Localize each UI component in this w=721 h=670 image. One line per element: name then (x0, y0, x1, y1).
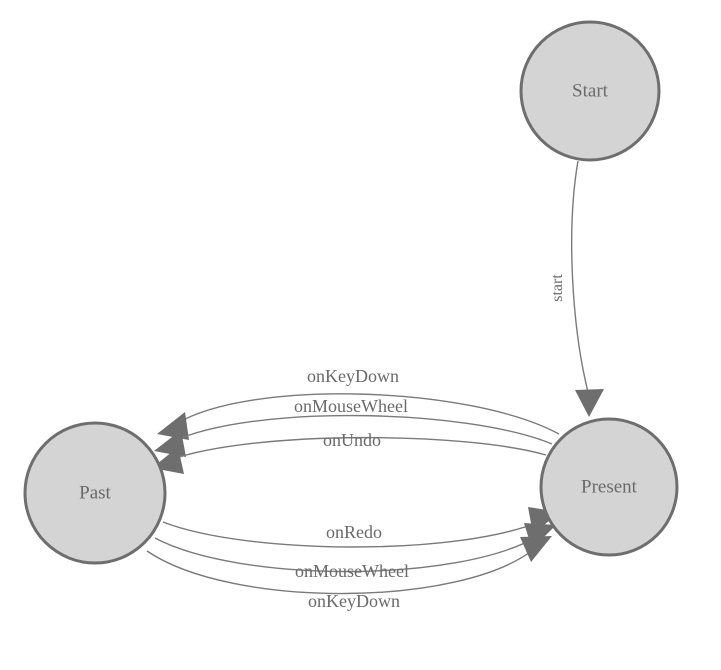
node-past-circle (23, 421, 167, 565)
node-present-circle (539, 417, 679, 557)
edge-present-to-past-onmousewheel-path (171, 414, 553, 445)
edge-present-to-past-onkeydown-path (175, 393, 560, 435)
edge-past-to-present-onredo-path (162, 520, 542, 548)
edge-past-to-present-onkeydown-path (146, 548, 535, 595)
edge-present-to-past-onkeydown-arrowhead (157, 412, 189, 440)
edge-label-present-past-onmousewheel: onMouseWheel (294, 396, 408, 416)
edge-start-to-present[interactable]: start (549, 160, 604, 417)
node-start-label: Start (572, 80, 609, 101)
node-past[interactable]: Past (23, 421, 167, 565)
node-present-label: Present (581, 476, 638, 497)
edge-past-to-present-onkeydown-arrowhead (520, 536, 552, 562)
node-past-label: Past (79, 482, 111, 503)
edge-present-to-past-onundo-path (169, 436, 547, 461)
edge-past-to-present-onredo[interactable]: onRedo (162, 507, 560, 548)
edge-start-to-present-path (571, 160, 590, 397)
edge-label-past-present-onredo: onRedo (326, 522, 382, 542)
edge-label-past-present-onmousewheel: onMouseWheel (295, 561, 409, 581)
node-start-circle (519, 20, 661, 162)
edge-past-to-present-onmousewheel-path (154, 535, 539, 573)
edge-label-start: start (549, 274, 566, 302)
edge-label-present-past-onundo: onUndo (323, 430, 381, 450)
edge-label-past-present-onkeydown: onKeyDown (308, 591, 400, 611)
node-present[interactable]: Present (539, 417, 679, 557)
edge-label-present-past-onkeydown: onKeyDown (307, 366, 399, 386)
edge-present-to-past-onundo[interactable]: onUndo (152, 430, 547, 474)
edge-start-to-present-arrowhead (575, 389, 604, 417)
node-start[interactable]: Start (519, 20, 661, 162)
edge-past-to-present-onkeydown[interactable]: onKeyDown (146, 536, 552, 611)
